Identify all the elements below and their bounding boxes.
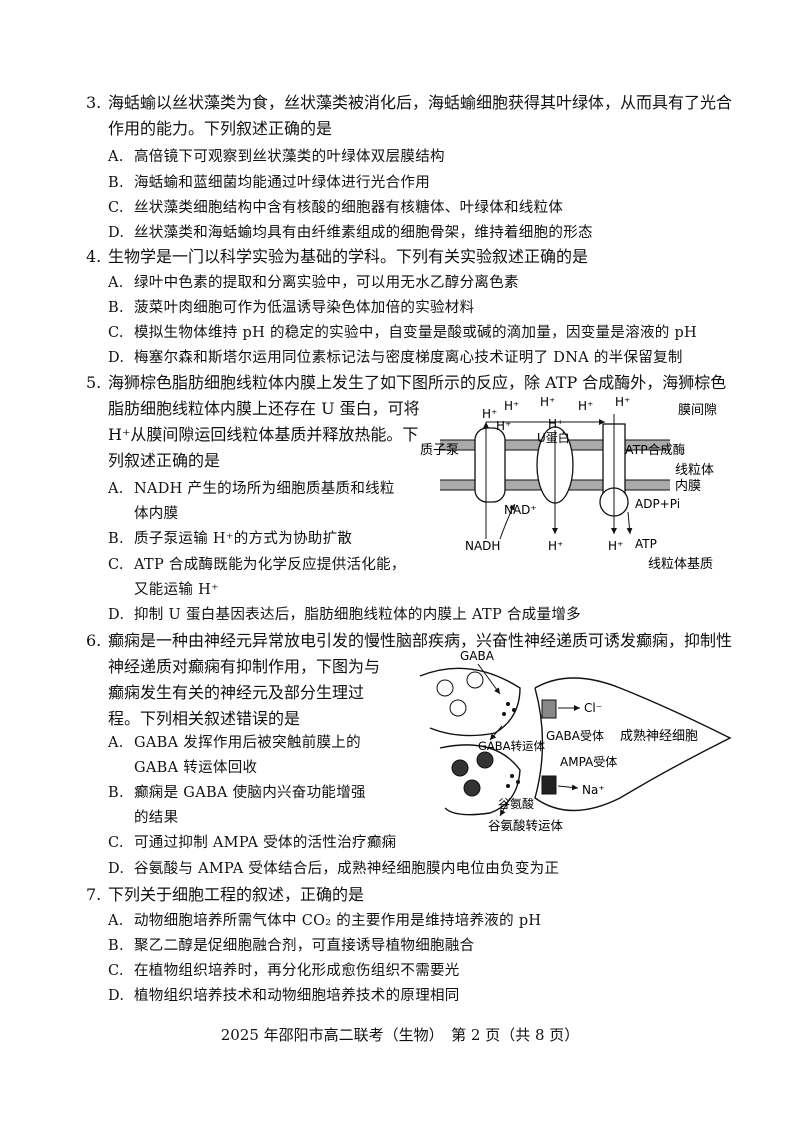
mature-neuron-shape (534, 677, 732, 812)
gaba-transporter-label: GABA转运体 (478, 739, 546, 753)
q3-option-b: B.海蛞蝓和蓝细菌均能通过叶绿体进行光合作用 (108, 175, 430, 191)
q6-option-b-line2: 的结果 (134, 810, 179, 826)
ampa-receptor-label: AMPA受体 (560, 755, 617, 769)
q6-stem-line1: 6.癫痫是一种由神经元异常放电引发的慢性脑部疾病，兴奋性神经递质可诱发癫痫，抑制… (86, 631, 733, 650)
synapse-diagram: GABA Cl⁻ GABA受体 成熟神经细胞 GABA转运体 AMPA受体 Na… (419, 649, 732, 833)
h-label-2: H⁺ (504, 399, 519, 413)
inner-membrane-label-2: 内膜 (675, 478, 701, 494)
q6-stem-line4: 程。下列相关叙述错误的是 (108, 709, 301, 728)
q4-number: 4. (86, 247, 102, 266)
cl-label: Cl⁻ (584, 701, 602, 715)
atp-synthase-label: ATP合成酶 (625, 442, 685, 457)
ampa-receptor-shape (541, 775, 557, 795)
q4-option-c: C.模拟生物体维持 pH 的稳定的实验中，自变量是酸或碱的滴加量，因变量是溶液的… (108, 325, 697, 341)
q3-number: 3. (86, 93, 102, 112)
q3-option-d: D.丝状藻类和海蛞蝓均具有由纤维素组成的细胞骨架，维持着细胞的形态 (108, 225, 593, 241)
q5-option-d: D.抑制 U 蛋白基因表达后，脂肪细胞线粒体的内膜上 ATP 合成量增多 (108, 607, 581, 623)
glutamate-transporter-label: 谷氨酸转运体 (488, 818, 564, 833)
q5-option-b: B.质子泵运输 H⁺的方式为协助扩散 (108, 531, 353, 547)
gaba-receptor-label: GABA受体 (546, 729, 604, 743)
q6-stem-line2: 神经递质对癫痫有抑制作用，下图为与 (108, 657, 381, 676)
q3-option-c: C.丝状藻类细胞结构中含有核酸的细胞器有核糖体、叶绿体和线粒体 (108, 200, 564, 216)
adp-pi-label: ADP+Pi (635, 497, 680, 511)
q6-option-a-line2: GABA 转运体回收 (134, 760, 258, 776)
q3-stem-text1: 海蛞蝓以丝状藻类为食，丝状藻类被消化后，海蛞蝓细胞获得其叶绿体，从而具有了光合 (108, 93, 733, 112)
mature-neuron-label: 成熟神经细胞 (620, 728, 698, 744)
q5-stem-line3: H⁺从膜间隙运回线粒体基质并释放热能。下 (108, 425, 419, 444)
nadh-label: NADH (465, 539, 500, 553)
q7-number: 7. (86, 885, 102, 904)
q5-stem-line2: 脂肪细胞线粒体内膜上还存在 U 蛋白，可将 (108, 399, 420, 418)
q3-stem-line1: 3. 海蛞蝓以丝状藻类为食，丝状藻类被消化后，海蛞蝓细胞获得其叶绿体，从而具有了光… (86, 92, 732, 114)
atp-label: ATP (635, 537, 657, 551)
q5-option-c-line2: 又能运输 H⁺ (134, 582, 220, 598)
q4-stem-line1: 4.生物学是一门以科学实验为基础的学科。下列有关实验叙述正确的是 (86, 247, 589, 266)
q7-option-c: C.在植物组织培养时，再分化形成愈伤组织不需要光 (108, 963, 460, 979)
q6-stem-line3: 癫痫发生有关的神经元及部分生理过 (108, 683, 365, 702)
h-label-3: H⁺ (540, 395, 555, 409)
page-footer: 2025 年邵阳市高二联考（生物） 第 2 页（共 8 页） (220, 1026, 580, 1044)
h-matrix-label-2: H⁺ (608, 539, 623, 553)
q5-stem-line1: 5.海狮棕色脂肪细胞线粒体内膜上发生了如下图所示的反应，除 ATP 合成酶外，海… (86, 373, 727, 392)
h-label-4: H⁺ (578, 399, 593, 413)
h-label-7: H⁺ (548, 417, 563, 431)
q6-option-a-line1: A.GABA 发挥作用后被突触前膜上的 (108, 735, 361, 751)
q7-option-a: A.动物细胞培养所需气体中 CO₂ 的主要作用是维持培养液的 pH (108, 913, 542, 929)
h-label-5: H⁺ (615, 395, 630, 409)
q6-option-c: C.可通过抑制 AMPA 受体的活性治疗癫痫 (108, 835, 397, 851)
q4-option-d: D.梅塞尔森和斯塔尔运用同位素标记法与密度梯度离心技术证明了 DNA 的半保留复… (108, 350, 683, 366)
h-label-1: H⁺ (482, 407, 497, 421)
q7-option-d: D.植物组织培养技术和动物细胞培养技术的原理相同 (108, 988, 460, 1004)
q4-option-b: B.菠菜叶肉细胞可作为低温诱导染色体加倍的实验材料 (108, 300, 475, 316)
na-label: Na⁺ (582, 783, 605, 797)
q6-option-d: D.谷氨酸与 AMPA 受体结合后，成熟神经细胞膜内电位由负变为正 (108, 861, 560, 877)
q5-number: 5. (86, 373, 102, 392)
q5-option-c-line1: C.ATP 合成酶既能为化学反应提供活化能， (108, 557, 406, 573)
q5-option-a-line1: A.NADH 产生的场所为细胞质基质和线粒 (108, 481, 395, 497)
q6-number: 6. (86, 631, 102, 650)
h-matrix-label-1: H⁺ (548, 539, 563, 553)
h-label-6: H⁺ (496, 419, 511, 433)
q6-option-b-line1: B.癫痫是 GABA 使脑内兴奋功能增强 (108, 785, 366, 801)
proton-pump-shape (474, 427, 506, 503)
q4-option-a: A.绿叶中色素的提取和分离实验中，可以用无水乙醇分离色素 (108, 275, 519, 291)
q7-option-b: B.聚乙二醇是促细胞融合剂，可直接诱导植物细胞融合 (108, 938, 475, 954)
q3-stem-line2: 作用的能力。下列叙述正确的是 (108, 119, 333, 138)
q5-option-a-line2: 体内膜 (134, 506, 179, 522)
glutamate-label: 谷氨酸 (498, 796, 534, 811)
gaba-label: GABA (460, 649, 495, 663)
mitochondrial-matrix-label: 线粒体基质 (648, 557, 713, 572)
u-protein-label: U蛋白 (537, 430, 570, 445)
intermembrane-space-label: 膜间隙 (678, 403, 717, 418)
q5-stem-line4: 列叙述正确的是 (108, 451, 221, 470)
mitochondria-membrane-diagram: H⁺ H⁺ H⁺ H⁺ H⁺ H⁺ H⁺ 膜间隙 质子泵 U蛋白 ATP合成酶 … (420, 395, 717, 572)
proton-pump-label: 质子泵 (420, 443, 459, 458)
inner-membrane-label-1: 线粒体 (675, 463, 714, 478)
nad-label: NAD⁺ (504, 503, 537, 517)
q3-option-a: A.高倍镜下可观察到丝状藻类的叶绿体双层膜结构 (108, 149, 445, 165)
gaba-receptor-shape (541, 699, 557, 719)
q7-stem-line1: 7.下列关于细胞工程的叙述，正确的是 (86, 885, 365, 904)
